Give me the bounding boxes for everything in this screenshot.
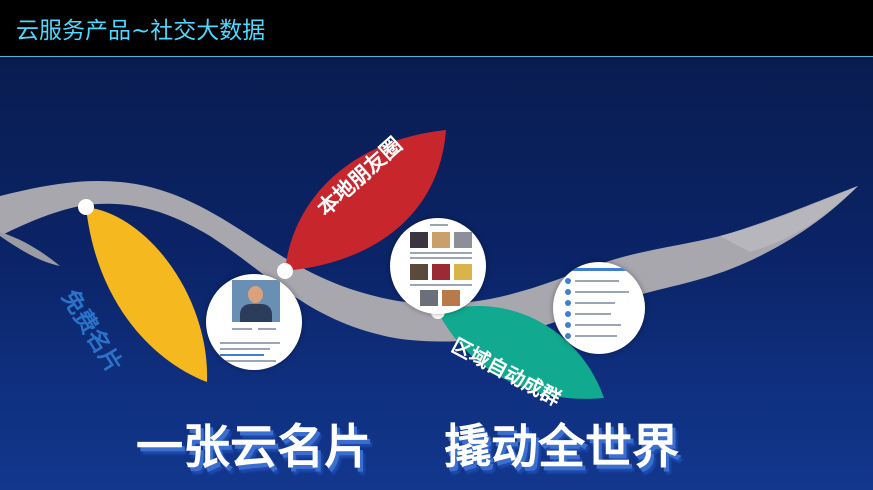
petal-local-circle <box>285 130 446 271</box>
tree-branch <box>0 180 858 342</box>
joint-dot <box>277 263 293 279</box>
profile-photo <box>232 280 280 322</box>
tree-twig <box>720 186 858 252</box>
joint-dot <box>78 199 94 215</box>
petal-auto-group <box>438 305 604 399</box>
title-bar: 云服务产品~社交大数据 <box>0 0 873 56</box>
petal-free-card <box>86 207 208 382</box>
title-divider <box>0 56 873 57</box>
slogan-right: 撬动全世界 <box>444 420 679 475</box>
business-card-preview <box>206 274 302 370</box>
tree-twig-lower <box>0 232 60 266</box>
page-title: 云服务产品~社交大数据 <box>16 18 266 44</box>
group-list-preview <box>553 262 645 354</box>
slogan-left: 一张云名片 <box>136 420 371 475</box>
friend-circle-preview <box>390 218 486 314</box>
